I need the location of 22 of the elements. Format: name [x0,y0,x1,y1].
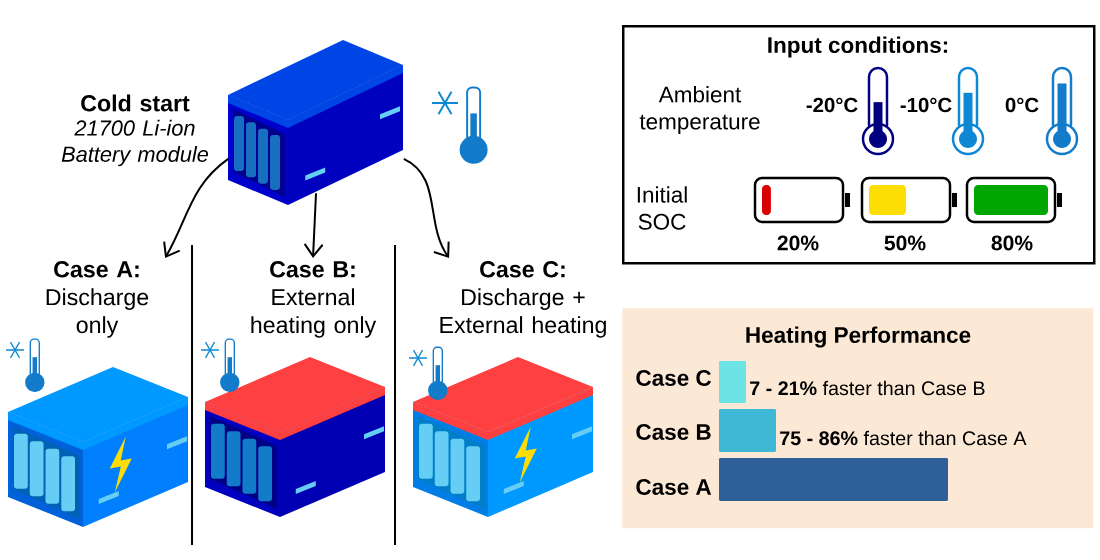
arrow [303,192,324,258]
arrow [402,157,450,258]
case-label: Case A: Discharge only [46,261,149,338]
arrow [163,157,230,258]
case-label: Case C: Discharge + External heating [440,261,606,338]
case-label: Case B: External heating only [251,261,377,338]
category-label: Case B [636,424,711,440]
condition-label: Ambient temperature [639,86,760,134]
condition-label: 50% [884,235,926,251]
condition-label: -20°C [806,97,858,113]
battery-drawing [228,40,403,205]
title-text: Cold start [81,94,190,112]
category-label: Case C [636,370,712,386]
subtitle-text: 21700 Li-ion Battery module [61,119,209,167]
condition-label: 0°C [1005,97,1039,113]
category-label: Case A [636,479,712,495]
condition-label: Initial SOC [637,186,687,230]
condition-label: 20% [777,235,819,251]
condition-label: -10°C [900,97,952,113]
condition-label: 80% [991,235,1033,251]
annotation-text: 75 - 86% faster than Case A [780,430,1027,446]
annotation-text: 7 - 21% faster than Case B [750,380,985,396]
